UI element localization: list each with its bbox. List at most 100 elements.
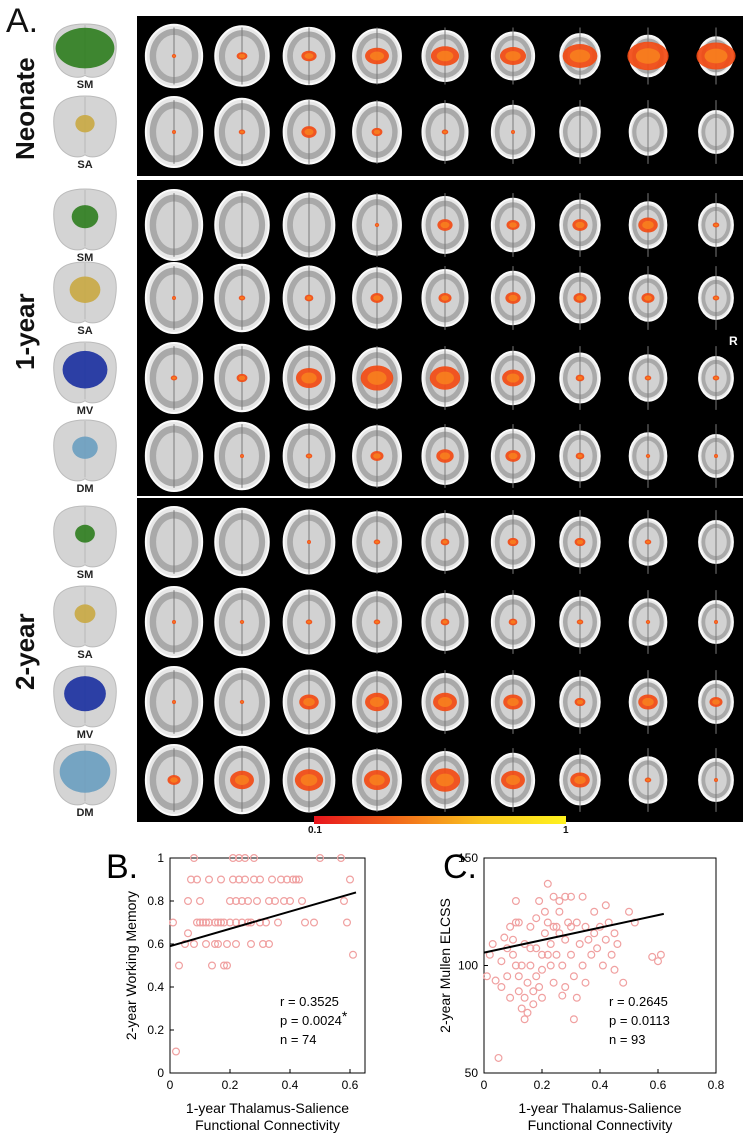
axial-slice [213, 343, 270, 413]
scatter-point [253, 896, 262, 905]
scatter-point [500, 933, 509, 942]
corner-tick [737, 4, 738, 16]
axial-slice [490, 346, 535, 410]
axial-slice [490, 590, 535, 654]
scatter-point [552, 950, 561, 959]
scatter-point [250, 875, 259, 884]
scatter-point [268, 875, 277, 884]
axial-slice [627, 27, 669, 85]
scatter-point [193, 918, 202, 927]
scatter-point [301, 918, 310, 927]
scatter-point [552, 922, 561, 931]
scatter-point [587, 950, 596, 959]
scatter-point [598, 961, 607, 970]
scatter-point [494, 1053, 503, 1062]
axial-slice [213, 25, 270, 87]
axial-slice [628, 100, 668, 164]
x-tick-label: 0.2 [222, 1078, 239, 1092]
scatter-point [265, 896, 274, 905]
scatter-point [607, 950, 616, 959]
panel-a-letter: A. [6, 2, 39, 40]
scatter-point [202, 918, 211, 927]
scatter-point [190, 854, 199, 863]
axial-slice [144, 586, 204, 658]
scatter-point [217, 875, 226, 884]
scatter-point [625, 907, 634, 916]
scatter-point [561, 983, 570, 992]
scatter-point [613, 939, 622, 948]
network-render-mv [53, 665, 117, 728]
scatter-point [310, 918, 319, 927]
axial-slice [628, 193, 668, 257]
axial-slice [697, 100, 734, 164]
scatter-point [256, 918, 265, 927]
axial-slice [490, 193, 535, 257]
scatter-point [538, 950, 547, 959]
scatter-point [546, 961, 555, 970]
axial-slice [490, 27, 535, 85]
axial-slice [144, 744, 204, 816]
axial-slice [421, 510, 469, 574]
axial-slice [283, 669, 336, 735]
scatter-point [482, 972, 491, 981]
axial-slice [559, 670, 601, 734]
y-axis-label: 2-year Working Memory [123, 891, 139, 1040]
scatter-point [184, 929, 193, 938]
scatter-point [535, 896, 544, 905]
axial-slice [559, 266, 601, 330]
stat-text: r = 0.3525 [280, 994, 339, 1009]
network-render-sa [53, 261, 117, 324]
y-tick-label: 0.4 [147, 980, 164, 994]
scatter-point [581, 978, 590, 987]
scatter-point [601, 901, 610, 910]
plot-frame [169, 857, 366, 1074]
scatter-point [337, 854, 346, 863]
axial-slice [352, 346, 403, 410]
axial-slice [697, 346, 734, 410]
scatter-point [610, 965, 619, 974]
network-render-sm [53, 188, 117, 251]
scatter-point [497, 983, 506, 992]
scatter-point [558, 961, 567, 970]
scatter-point [343, 918, 352, 927]
y-tick-label: 0.2 [147, 1023, 164, 1037]
axial-slice [559, 346, 601, 410]
scatter-point [549, 978, 558, 987]
axial-slice [213, 745, 270, 815]
scatter-point [241, 854, 250, 863]
scatter-point [535, 983, 544, 992]
panel-letter: C. [443, 848, 477, 886]
axial-slice [144, 666, 204, 738]
scatter-point [169, 918, 178, 927]
scatter-point [543, 879, 552, 888]
network-label: SA [77, 325, 93, 337]
axial-slice [283, 99, 336, 165]
axial-slice [352, 27, 403, 85]
y-tick-label: 100 [458, 959, 478, 973]
scatter-point [223, 939, 232, 948]
scatter-point [538, 993, 547, 1002]
scatter-point [526, 944, 535, 953]
scatter-point [540, 929, 549, 938]
scatter-point [280, 896, 289, 905]
axial-slice [697, 193, 734, 257]
axial-slice [283, 589, 336, 655]
axial-slice [628, 590, 668, 654]
y-tick-label: 150 [458, 851, 478, 865]
scatter-point [619, 978, 628, 987]
network-render-dm [53, 743, 117, 806]
scatter-point [555, 907, 564, 916]
scatter-point [523, 978, 532, 987]
scatter-point [229, 854, 238, 863]
scatter-point [214, 918, 223, 927]
scatter-point [546, 939, 555, 948]
axial-slice [421, 590, 469, 654]
scatter-point [244, 896, 253, 905]
scatter-point [497, 957, 506, 966]
x-tick-label: 0.4 [592, 1078, 609, 1092]
scatter-point [283, 875, 292, 884]
axial-slice [559, 193, 601, 257]
x-tick-label: 0.6 [342, 1078, 359, 1092]
scatter-point [295, 875, 304, 884]
x-tick-label: 0 [167, 1078, 174, 1092]
